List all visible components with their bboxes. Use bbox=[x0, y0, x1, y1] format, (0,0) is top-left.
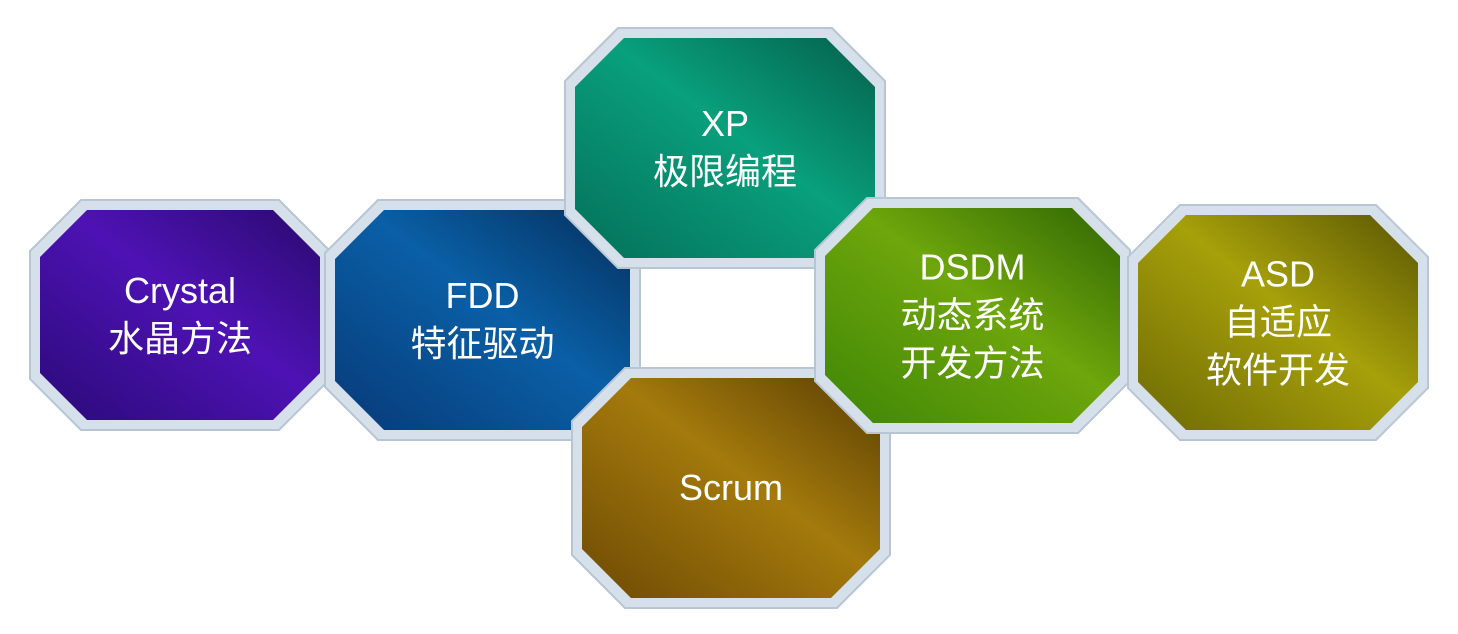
node-xp: XP 极限编程 bbox=[564, 27, 886, 269]
node-label-line: 自适应 bbox=[1224, 302, 1332, 343]
node-label-line: 动态系统 bbox=[900, 295, 1044, 336]
node-label: Crystal 水晶方法 bbox=[108, 270, 252, 359]
node-scrum: Scrum bbox=[571, 367, 891, 609]
node-fill bbox=[825, 208, 1120, 423]
node-label: XP 极限编程 bbox=[653, 103, 797, 192]
node-fill bbox=[1138, 215, 1418, 430]
node-label-line: FDD bbox=[446, 275, 520, 316]
node-label-line: 软件开发 bbox=[1206, 350, 1350, 391]
node-fill bbox=[575, 38, 875, 258]
node-fill bbox=[582, 378, 880, 598]
node-label-line: Scrum bbox=[679, 467, 783, 508]
node-fdd: FDD 特征驱动 bbox=[324, 199, 641, 441]
node-label-line: ASD bbox=[1241, 254, 1315, 295]
node-label-line: 特征驱动 bbox=[410, 323, 554, 364]
node-label: FDD 特征驱动 bbox=[410, 275, 554, 364]
node-label: ASD 自适应软件开发 bbox=[1206, 254, 1350, 391]
node-crystal: Crystal 水晶方法 bbox=[29, 199, 331, 431]
node-label: DSDM 动态系统开发方法 bbox=[900, 247, 1044, 384]
node-label: Scrum bbox=[679, 467, 783, 508]
method-nodes: Crystal 水晶方法 FDD 特征驱动 XP 极限编程 Scrum DSDM 动态系统开发方… bbox=[29, 27, 1429, 609]
node-label-line: Crystal bbox=[124, 270, 236, 311]
node-label-line: XP bbox=[701, 103, 749, 144]
node-fill bbox=[40, 210, 320, 420]
node-asd: ASD 自适应软件开发 bbox=[1127, 204, 1429, 441]
node-label-line: 开发方法 bbox=[900, 343, 1044, 384]
node-dsdm: DSDM 动态系统开发方法 bbox=[814, 197, 1131, 434]
node-label-line: 水晶方法 bbox=[108, 318, 252, 359]
node-fill bbox=[335, 210, 630, 430]
node-label-line: 极限编程 bbox=[653, 151, 797, 192]
node-label-line: DSDM bbox=[920, 247, 1026, 288]
